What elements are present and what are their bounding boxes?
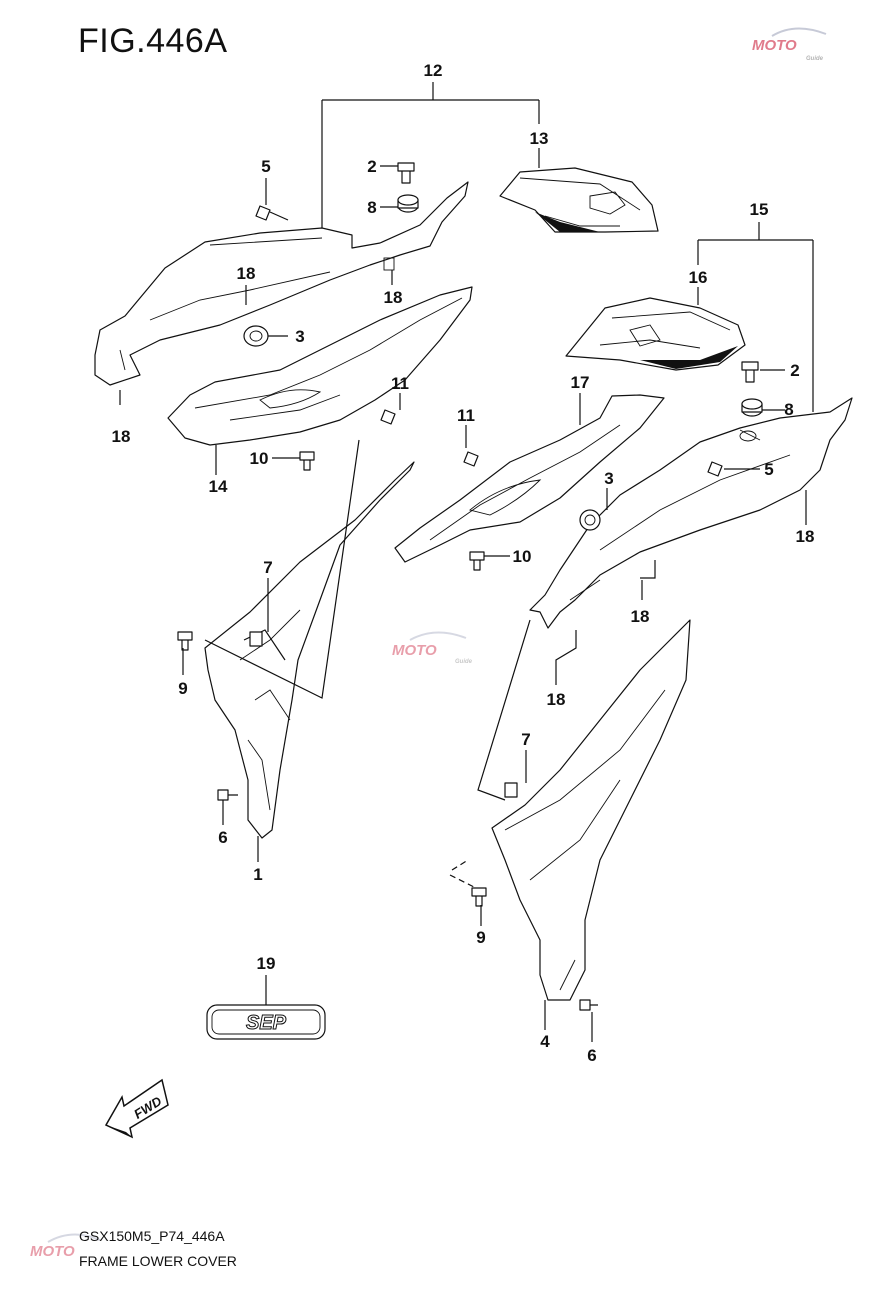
part-12-frame-cover-left	[94, 181, 469, 386]
callout-7: 7	[521, 730, 530, 749]
callout-16: 16	[689, 268, 708, 287]
callout-labels: 12 13 5 2 8 18 18 3 18 11 10 14 15 16 2 …	[112, 61, 815, 1065]
callout-6: 6	[218, 828, 227, 847]
part-13-trim-panel	[499, 167, 659, 233]
callout-8: 8	[784, 400, 793, 419]
callout-12: 12	[424, 61, 443, 80]
callout-18: 18	[631, 607, 650, 626]
callout-1: 1	[253, 865, 262, 884]
callout-7: 7	[263, 558, 272, 577]
leader-lines	[119, 148, 807, 1042]
callout-3: 3	[295, 327, 304, 346]
callout-10: 10	[513, 547, 532, 566]
watermark-text: MOTO	[752, 37, 797, 54]
watermark-subtext: Guide	[455, 659, 473, 665]
fwd-arrow: FWD	[104, 1078, 169, 1139]
figure-title: FIG.446A	[78, 22, 228, 60]
callout-2: 2	[367, 157, 376, 176]
callout-15: 15	[750, 200, 769, 219]
watermark-logo-top: MOTO Guide	[752, 27, 827, 62]
figure-code: GSX150M5_P74_446A	[79, 1228, 225, 1244]
callout-5: 5	[261, 157, 270, 176]
callout-4: 4	[540, 1032, 550, 1051]
watermark-logo-center: MOTO Guide	[392, 631, 473, 665]
part-19-emblem: SEP	[206, 1004, 326, 1040]
bracket-12	[321, 82, 540, 228]
part-4-lower-cover-right	[491, 619, 691, 1001]
watermark-text: MOTO	[392, 642, 437, 659]
callout-19: 19	[257, 954, 276, 973]
callout-9: 9	[178, 679, 187, 698]
callout-17: 17	[571, 373, 590, 392]
part-14-under-cover	[167, 286, 473, 446]
callout-11: 11	[391, 374, 409, 393]
callout-18: 18	[547, 690, 566, 709]
figure-name: FRAME LOWER COVER	[79, 1253, 237, 1269]
emblem-text: SEP	[246, 1012, 287, 1034]
assembly-line	[477, 619, 531, 801]
assembly-line	[204, 439, 360, 699]
callout-10: 10	[250, 449, 269, 468]
callout-6: 6	[587, 1046, 596, 1065]
callout-18: 18	[384, 288, 403, 307]
fastener-shapes	[177, 162, 763, 1011]
callout-18: 18	[112, 427, 131, 446]
callout-3: 3	[604, 469, 613, 488]
callout-18: 18	[796, 527, 815, 546]
callout-5: 5	[764, 460, 773, 479]
watermark-logo-bottom: MOTO	[30, 1233, 101, 1260]
callout-8: 8	[367, 198, 376, 217]
callout-13: 13	[530, 129, 549, 148]
part-17-inner-cover	[394, 394, 665, 563]
watermark-subtext: Guide	[806, 56, 824, 62]
watermark-text: MOTO	[30, 1243, 75, 1260]
part-1-lower-cover-left	[204, 461, 415, 839]
assembly-line	[449, 859, 481, 891]
callout-18: 18	[237, 264, 256, 283]
callout-11: 11	[457, 406, 475, 425]
part-15-frame-cover-right	[529, 397, 853, 629]
callout-2: 2	[790, 361, 799, 380]
callout-9: 9	[476, 928, 485, 947]
bracket-15	[697, 222, 814, 412]
part-16-trim-panel	[565, 297, 746, 371]
callout-14: 14	[209, 477, 228, 496]
